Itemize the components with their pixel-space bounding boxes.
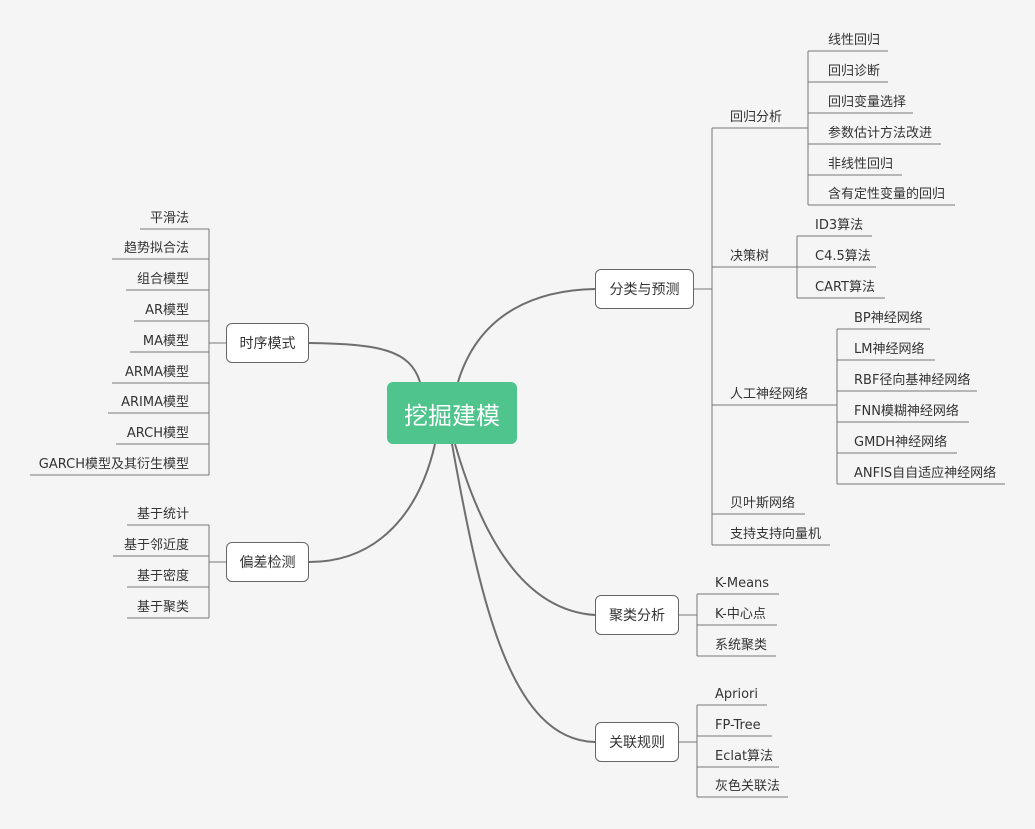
leaf-deviation[interactable]: 基于密度	[136, 569, 189, 584]
leaf-regression[interactable]: 含有定性变量的回归	[828, 187, 946, 202]
leaf-timeseries[interactable]: GARCH模型及其衍生模型	[38, 457, 189, 472]
node-deviation[interactable]: 偏差检测	[226, 542, 309, 582]
node-ann[interactable]: 人工神经网络	[730, 387, 809, 402]
node-timeseries[interactable]: 时序模式	[226, 323, 309, 363]
leaf-regression[interactable]: 参数估计方法改进	[828, 126, 933, 141]
leaf-ann[interactable]: BP神经网络	[854, 311, 923, 326]
node-regression[interactable]: 回归分析	[730, 110, 783, 125]
leaf-deviation[interactable]: 基于统计	[136, 507, 189, 522]
leaf-regression[interactable]: 回归变量选择	[828, 95, 907, 110]
root-node[interactable]: 挖掘建模	[387, 382, 517, 444]
leaf-tree[interactable]: CART算法	[815, 280, 875, 295]
leaf-timeseries[interactable]: ARCH模型	[126, 426, 189, 441]
leaf-association[interactable]: FP-Tree	[715, 718, 761, 733]
node-clustering[interactable]: 聚类分析	[595, 595, 679, 635]
leaf-ann[interactable]: ANFIS自自适应神经网络	[854, 466, 997, 481]
leaf-tree[interactable]: ID3算法	[815, 218, 864, 233]
node-classification[interactable]: 分类与预测	[595, 269, 694, 309]
leaf-ann[interactable]: GMDH神经网络	[854, 435, 948, 450]
node-bayes[interactable]: 贝叶斯网络	[730, 496, 796, 511]
leaf-timeseries[interactable]: MA模型	[142, 334, 189, 349]
leaf-regression[interactable]: 非线性回归	[828, 157, 894, 172]
leaf-ann[interactable]: FNN模糊神经网络	[854, 404, 959, 419]
leaf-association[interactable]: Apriori	[715, 687, 759, 702]
leaf-timeseries[interactable]: 趋势拟合法	[123, 241, 189, 256]
leaf-ann[interactable]: RBF径向基神经网络	[854, 373, 971, 388]
leaf-deviation[interactable]: 基于邻近度	[123, 538, 189, 553]
leaf-association[interactable]: Eclat算法	[715, 749, 774, 764]
leaf-regression[interactable]: 回归诊断	[828, 64, 881, 79]
leaf-clustering[interactable]: K-中心点	[715, 607, 766, 622]
node-decision-tree[interactable]: 决策树	[730, 249, 770, 264]
leaf-timeseries[interactable]: AR模型	[145, 303, 189, 318]
node-svm[interactable]: 支持支持向量机	[730, 527, 822, 542]
leaf-clustering[interactable]: K-Means	[715, 576, 770, 591]
node-association[interactable]: 关联规则	[595, 722, 679, 762]
leaf-association[interactable]: 灰色关联法	[715, 779, 781, 794]
leaf-timeseries[interactable]: ARMA模型	[124, 365, 189, 380]
leaf-clustering[interactable]: 系统聚类	[715, 638, 768, 653]
leaf-timeseries[interactable]: ARIMA模型	[121, 395, 189, 410]
leaf-deviation[interactable]: 基于聚类	[136, 600, 189, 615]
leaf-tree[interactable]: C4.5算法	[815, 249, 871, 264]
leaf-regression[interactable]: 线性回归	[828, 33, 881, 48]
leaf-ann[interactable]: LM神经网络	[854, 342, 925, 357]
leaf-timeseries[interactable]: 平滑法	[149, 211, 189, 226]
leaf-timeseries[interactable]: 组合模型	[136, 272, 189, 287]
